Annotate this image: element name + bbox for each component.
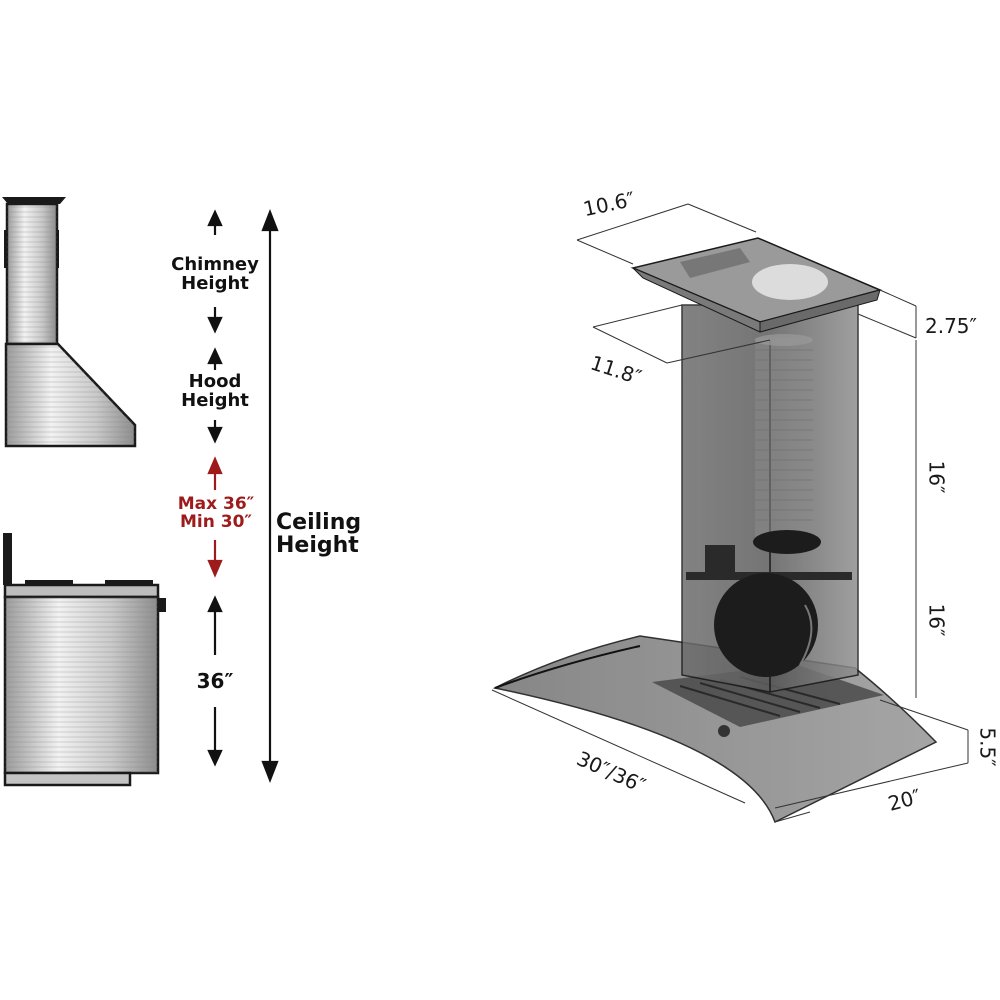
ceiling-label-line1: Ceiling (276, 510, 362, 535)
dim-hood-height: 5.5″ (975, 727, 1000, 767)
hood-label-line1: Hood (188, 371, 242, 392)
chimney-label-line1: Chimney (171, 254, 259, 275)
hood-3d-view (492, 237, 938, 824)
dimension-lines (491, 203, 969, 823)
hood-label-line2: Height (181, 389, 249, 411)
counter-height-label: 36″ (196, 669, 234, 693)
duct-ribs (755, 349, 813, 521)
dimension-arrows (207, 208, 279, 784)
clearance-max: Max 36″ (177, 494, 255, 514)
ceiling-label-line2: Height (276, 533, 359, 559)
chimney-height-label: Chimney Height (165, 254, 265, 294)
hood-height-label: Hood Height (165, 371, 265, 411)
chimney-label-line2: Height (181, 272, 249, 294)
hood-side-view (2, 197, 137, 448)
clearance-label: Max 36″ Min 30″ (160, 494, 272, 532)
range-side-view (3, 533, 166, 787)
dim-lower-chimney: 16″ (924, 603, 949, 637)
clearance-arrows (207, 456, 223, 578)
clearance-min: Min 30″ (179, 511, 253, 532)
ceiling-height-label: Ceiling Height (276, 511, 371, 557)
dim-upper-chimney: 16″ (924, 460, 949, 494)
dim-trim-height: 2.75″ (925, 314, 978, 338)
